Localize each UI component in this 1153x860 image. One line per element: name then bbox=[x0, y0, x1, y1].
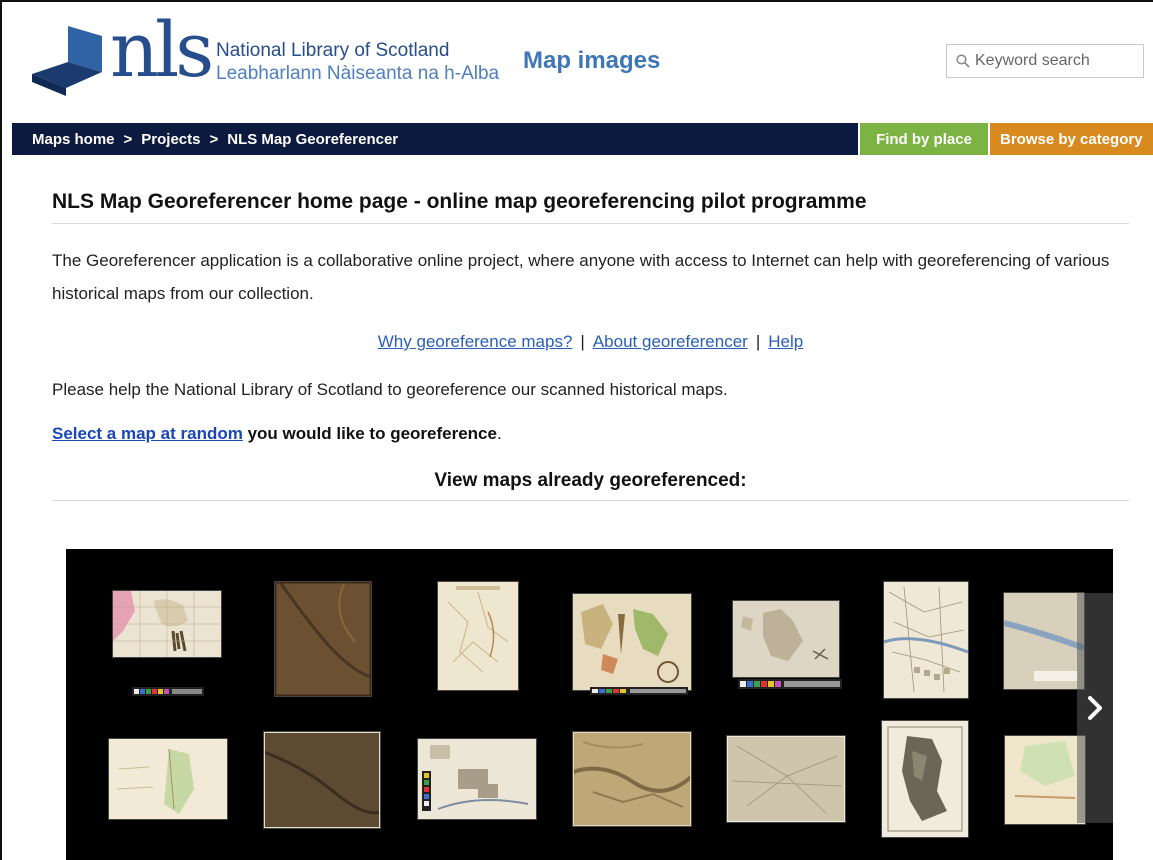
intro-paragraph: The Georeferencer application is a colla… bbox=[52, 251, 1110, 303]
map-thumbnail[interactable] bbox=[418, 739, 536, 819]
map-thumbnail[interactable] bbox=[1005, 736, 1085, 824]
help-link[interactable]: Help bbox=[768, 332, 804, 351]
random-map-end: . bbox=[496, 424, 502, 443]
color-scale-strip bbox=[738, 679, 842, 689]
breadcrumb-maps-home[interactable]: Maps home bbox=[32, 130, 115, 148]
breadcrumb: Maps home > Projects > NLS Map Georefere… bbox=[32, 123, 398, 155]
library-name-english: National Library of Scotland bbox=[216, 40, 450, 61]
map-thumbnail[interactable] bbox=[1004, 593, 1084, 689]
why-georeference-link[interactable]: Why georeference maps? bbox=[377, 332, 573, 351]
color-scale-strip bbox=[132, 687, 204, 696]
page-title: NLS Map Georeferencer home page - online… bbox=[52, 190, 1129, 224]
map-thumbnail[interactable] bbox=[264, 732, 380, 828]
info-links: Why georeference maps? | About georeferenc… bbox=[52, 332, 1129, 352]
about-georeferencer-link[interactable]: About georeferencer bbox=[592, 332, 748, 351]
random-map-suffix: you would like to georeference bbox=[247, 424, 497, 443]
keyword-search-input[interactable] bbox=[975, 52, 1125, 70]
breadcrumb-separator: > bbox=[209, 130, 219, 148]
map-thumbnail[interactable] bbox=[113, 591, 221, 657]
main-content: NLS Map Georeferencer home page - online… bbox=[52, 190, 1129, 501]
nls-logo-text: nls bbox=[110, 5, 214, 94]
keyword-search-box[interactable] bbox=[946, 44, 1144, 78]
link-separator: | bbox=[755, 332, 761, 351]
section-title[interactable]: Map images bbox=[523, 47, 661, 74]
georeferenced-maps-gallery bbox=[66, 549, 1113, 860]
color-scale-strip bbox=[422, 771, 431, 811]
map-thumbnail[interactable] bbox=[275, 582, 371, 696]
find-by-place-button[interactable]: Find by place bbox=[858, 123, 988, 155]
nls-logo[interactable]: nls National Library of Scotland Leabhar… bbox=[32, 12, 499, 102]
map-thumbnail[interactable] bbox=[109, 739, 227, 819]
map-thumbnail[interactable] bbox=[573, 732, 691, 826]
please-help-text: Please help the National Library of Scot… bbox=[52, 380, 728, 399]
window-frame-top bbox=[0, 0, 1153, 2]
browse-by-category-button[interactable]: Browse by category bbox=[988, 123, 1153, 155]
breadcrumb-projects[interactable]: Projects bbox=[141, 130, 201, 148]
breadcrumb-separator: > bbox=[123, 130, 133, 148]
map-thumbnail[interactable] bbox=[573, 594, 691, 690]
map-thumbnail[interactable] bbox=[884, 582, 968, 698]
library-name-gaelic: Leabharlann Nàiseanta na h-Alba bbox=[216, 63, 500, 84]
navigation-bar: Maps home > Projects > NLS Map Georefere… bbox=[12, 123, 1153, 155]
breadcrumb-current-page: NLS Map Georeferencer bbox=[227, 130, 399, 148]
window-frame-left bbox=[0, 0, 2, 860]
nls-logo-mark-icon bbox=[32, 26, 102, 96]
map-thumbnail[interactable] bbox=[733, 601, 839, 677]
view-maps-heading: View maps already georeferenced: bbox=[52, 470, 1129, 501]
link-separator: | bbox=[580, 332, 585, 351]
site-header: nls National Library of Scotland Leabhar… bbox=[0, 0, 1153, 123]
gallery-next-button[interactable] bbox=[1077, 593, 1113, 823]
select-random-map-link[interactable]: Select a map at random bbox=[52, 424, 243, 443]
map-thumbnail[interactable] bbox=[438, 582, 518, 690]
map-thumbnail[interactable] bbox=[727, 736, 845, 822]
color-scale-strip bbox=[590, 687, 688, 695]
map-thumbnail[interactable] bbox=[882, 721, 968, 837]
random-map-line: Select a map at random you would like to… bbox=[52, 424, 1129, 444]
search-icon bbox=[956, 54, 970, 68]
chevron-right-icon bbox=[1088, 696, 1102, 720]
